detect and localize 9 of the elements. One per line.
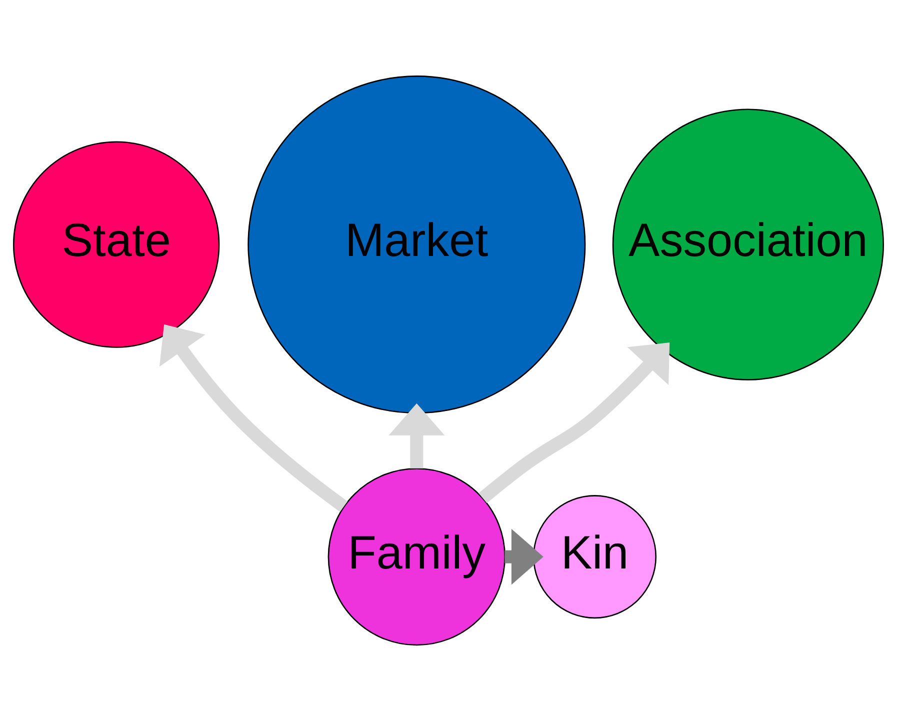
arrow [504,528,544,584]
arrow [159,324,348,512]
node-circle: Family [328,467,506,646]
node-circle: Kin [533,494,657,618]
node-circle: State [12,140,220,348]
node-circle: Market [248,75,586,414]
arrow [388,402,445,468]
node-circle: Association [612,108,884,380]
arrow [478,342,670,503]
